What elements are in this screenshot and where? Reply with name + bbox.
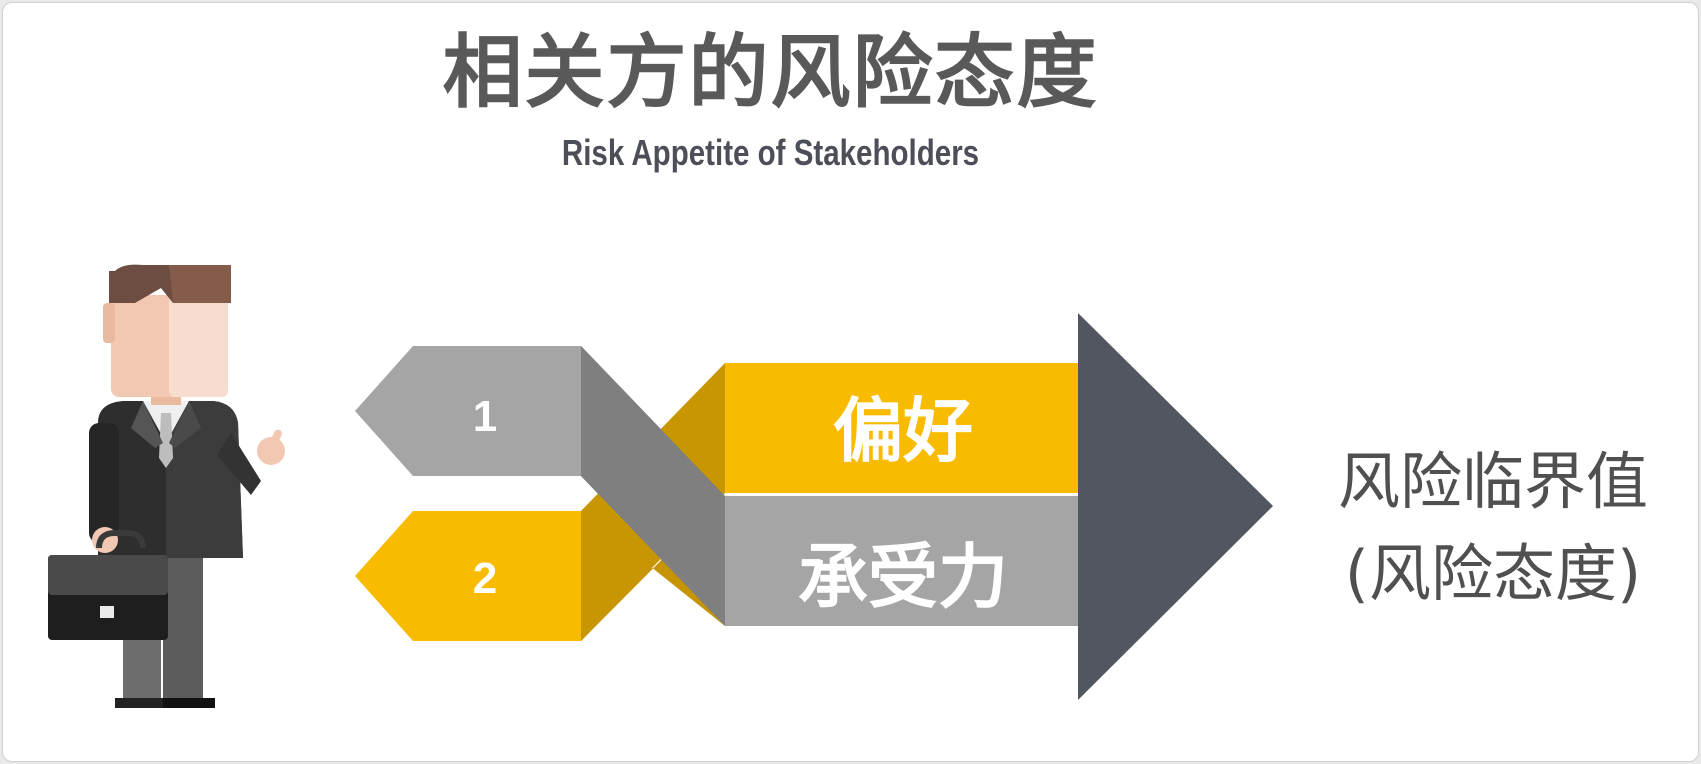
- risk-threshold-label: 风险临界值: [1337, 445, 1648, 518]
- item-1-label: 1: [473, 392, 497, 441]
- businessman-icon: [48, 264, 285, 708]
- item-2-label: 2: [473, 554, 497, 603]
- page-subtitle: Risk Appetite of Stakeholders: [561, 132, 980, 173]
- page-title: 相关方的风险态度: [442, 26, 1099, 119]
- preference-bar: [725, 363, 1080, 493]
- risk-attitude-diagram: 1 2 偏好 承受力: [48, 264, 1273, 708]
- tolerance-bar: [725, 496, 1080, 626]
- risk-attitude-label: (风险态度): [1344, 537, 1642, 610]
- preference-label: 偏好: [833, 390, 973, 472]
- arrow-head: [1078, 313, 1273, 700]
- item-1-chevron: [355, 346, 581, 476]
- item-2-chevron: [355, 511, 581, 641]
- tolerance-label: 承受力: [798, 536, 1008, 618]
